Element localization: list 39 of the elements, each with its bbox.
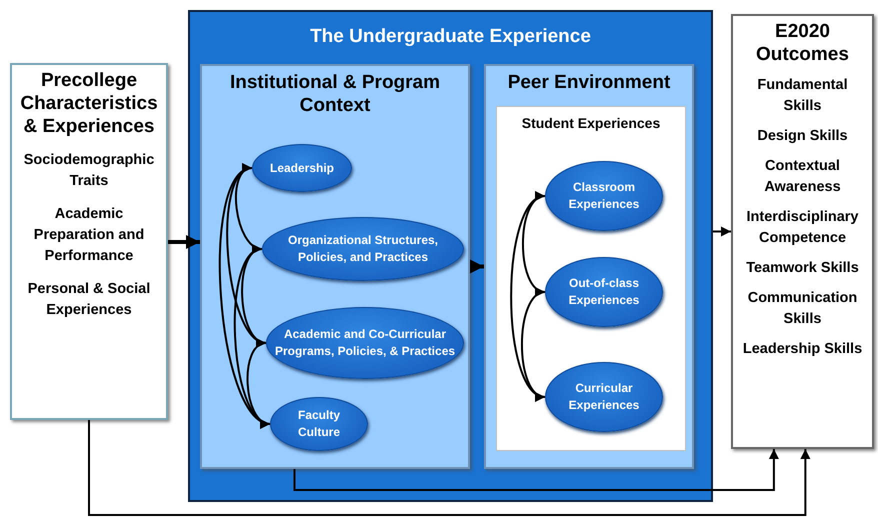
group-title: Institutional & Program Context bbox=[228, 71, 442, 117]
arrow bbox=[88, 420, 810, 516]
list-item: Design Skills bbox=[757, 127, 848, 146]
node-label: Out-of-class Experiences bbox=[568, 275, 640, 309]
list-item: Sociodemographic Traits bbox=[22, 151, 156, 191]
box-heading: Precollege Characteristics & Experiences bbox=[19, 69, 159, 138]
ellipse-node bbox=[545, 161, 663, 231]
list-item: Teamwork Skills bbox=[746, 259, 859, 278]
group-title: Peer Environment bbox=[506, 71, 672, 94]
text-box bbox=[10, 63, 168, 420]
node-label: Academic and Co-Curricular Programs, Policies, & Practices bbox=[274, 326, 456, 360]
list-item: Interdisciplinary Competence bbox=[745, 208, 860, 248]
arrow bbox=[470, 260, 484, 274]
group-panel bbox=[484, 64, 694, 469]
node-label: Faculty Culture bbox=[296, 407, 341, 441]
list-item: Contextual Awareness bbox=[763, 157, 842, 197]
group-title: Student Experiences bbox=[520, 115, 662, 131]
list-item: Personal & Social Experiences bbox=[26, 280, 152, 320]
group-panel bbox=[496, 106, 686, 451]
list-item: Communication Skills bbox=[746, 289, 858, 329]
arrow bbox=[713, 226, 731, 236]
group-panel bbox=[188, 10, 713, 502]
box-heading: E2020 Outcomes bbox=[755, 20, 850, 66]
list-item: Academic Preparation and Performance bbox=[32, 205, 146, 266]
ellipse-node bbox=[270, 397, 368, 451]
node-label: Curricular Experiences bbox=[568, 380, 640, 414]
group-title: The Undergraduate Experience bbox=[309, 26, 592, 48]
ellipse-node bbox=[545, 257, 663, 327]
list-item: Fundamental Skills bbox=[756, 76, 849, 116]
ellipse-node bbox=[252, 144, 352, 192]
arrow bbox=[168, 235, 200, 249]
ellipse-node bbox=[545, 362, 663, 432]
node-label: Organizational Structures, Policies, and Practices bbox=[286, 232, 440, 266]
text-box bbox=[731, 14, 874, 449]
arrow bbox=[294, 449, 779, 491]
group-panel bbox=[200, 64, 470, 469]
node-label: Leadership bbox=[268, 160, 336, 176]
list-item: Leadership Skills bbox=[742, 340, 862, 359]
node-label: Classroom Experiences bbox=[568, 179, 640, 213]
